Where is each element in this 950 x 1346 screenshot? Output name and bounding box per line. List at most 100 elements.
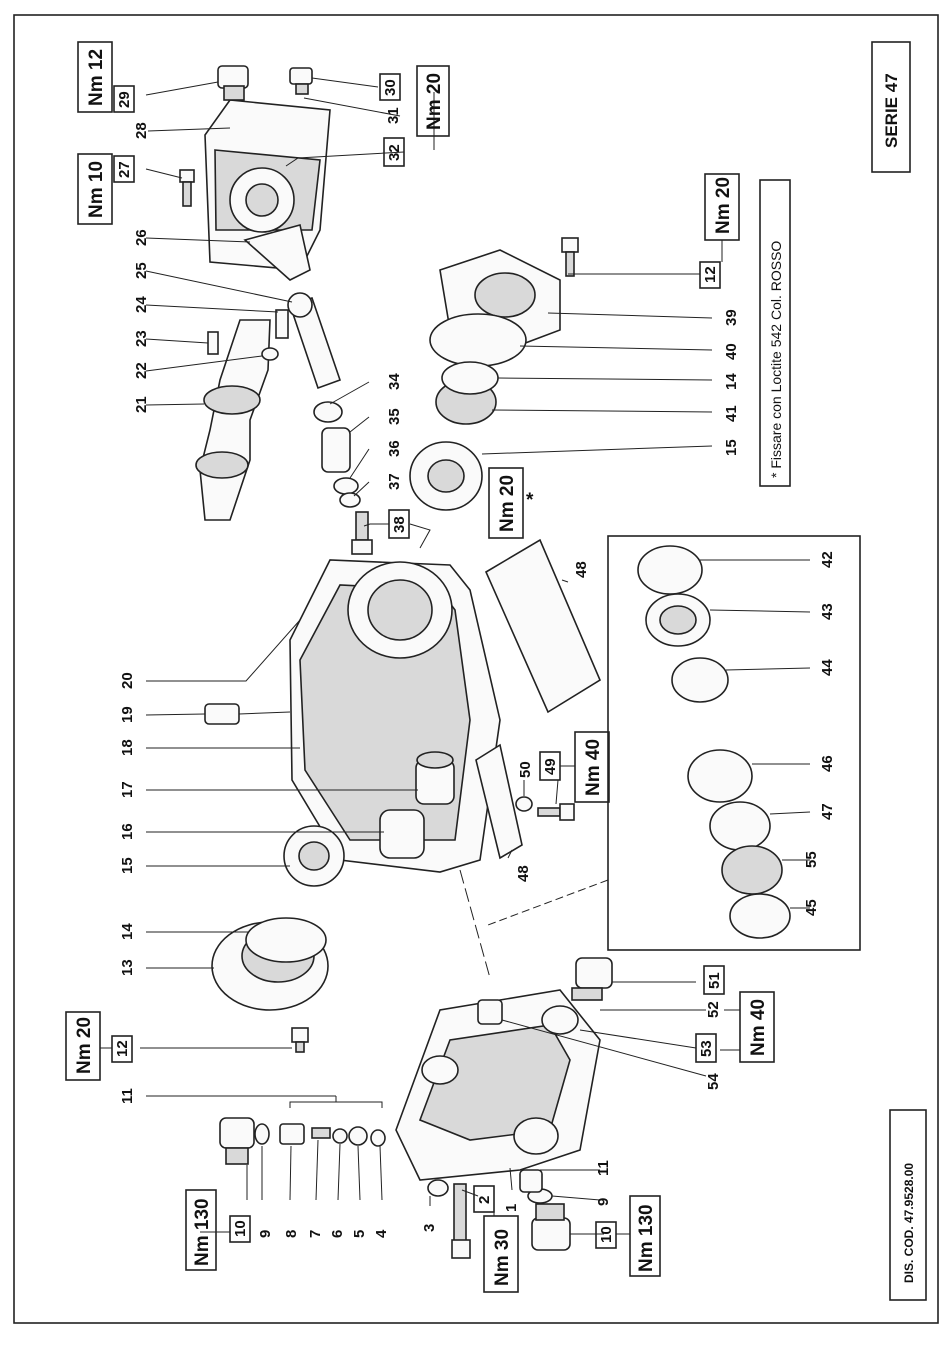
bearing-15-right [409,441,483,511]
guide-16 [379,809,425,859]
foot-48-left [475,743,523,860]
crankshaft [195,319,271,521]
part-number: 9 [257,1230,274,1238]
torque-label: Nm 40 [748,999,769,1056]
ring-36 [333,477,359,495]
ring-44 [671,657,729,703]
part-number: 36 [386,440,403,457]
part-numbers: 28 26 25 24 23 22 21 31 34 35 36 37 39 4… [119,107,836,1238]
part-number: 20 [119,672,136,689]
part-number: 43 [819,603,836,620]
pin-24 [275,309,289,339]
valve-seat-5 [348,1126,368,1146]
part-number: 1 [503,1204,520,1212]
torque-label: Nm 20 [74,1017,95,1074]
torque-label: Nm 130 [192,1198,213,1266]
svg-text:29: 29 [116,91,133,108]
svg-text:27: 27 [116,161,133,178]
torque-box-27: Nm 10 [77,153,113,225]
svg-text:49: 49 [542,758,559,775]
part-number: 35 [386,408,403,425]
screw-12-right [561,237,579,277]
valve-11-bottom [519,1169,543,1193]
part-number: 22 [133,362,150,379]
ring-34 [313,401,343,423]
part-number: 39 [723,309,740,326]
boxed-number-10-left: 10 [229,1215,251,1243]
part-number: 13 [119,959,136,976]
torque-box-51-53: Nm 40 [739,991,775,1063]
part-number: 41 [723,405,740,422]
seal-ring-14-left [245,917,327,963]
svg-text:53: 53 [698,1040,715,1057]
torque-label: Nm 10 [86,161,107,218]
drawing-code-box: DIS. COD. 47.9528.00 [889,1109,927,1301]
torque-box-30-32: Nm 20 [416,65,450,137]
boxed-number-10-bottom: 10 [595,1221,617,1249]
asterisk-mark: * [526,490,534,511]
part-number: 44 [819,659,836,676]
part-number: 31 [385,107,402,124]
svg-text:51: 51 [706,972,723,989]
part-number: 24 [133,296,150,313]
part-number: 23 [133,330,150,347]
torque-box-29: Nm 12 [77,41,113,113]
foot-48-right [484,538,602,714]
svg-text:32: 32 [386,144,403,161]
dipstick-19 [204,703,291,725]
part-number: 40 [723,343,740,360]
part-number: 15 [119,857,136,874]
series-label: SERIE 47 [882,73,901,148]
drawing-code: DIS. COD. 47.9528.00 [902,1163,916,1283]
bolt-38 [351,511,373,555]
svg-text:12: 12 [114,1040,131,1057]
o-ring-42 [637,545,703,595]
spring-7 [311,1127,331,1139]
torque-box-38: Nm 20 [488,467,524,539]
part-number: 47 [819,803,836,820]
part-number: 46 [819,755,836,772]
part-number: 52 [705,1001,722,1018]
plunger-guide-17 [415,751,455,805]
gasket-40 [429,313,527,367]
valve-cap-10-left [219,1117,255,1165]
plug-30 [289,67,313,95]
part-number: 7 [307,1230,324,1238]
part-number: 14 [119,923,136,940]
seal-55 [721,845,783,895]
torque-label: Nm 130 [636,1204,657,1272]
manifold-head [395,989,601,1181]
screw-27 [179,169,195,207]
key-23 [207,331,219,355]
seal-47 [709,801,771,851]
valve-cap-10-bottom [531,1203,571,1251]
sheet-border [13,14,939,1324]
ring-46 [687,749,753,803]
part-number: 45 [803,899,820,916]
part-number: 11 [595,1160,612,1176]
part-number: 25 [133,262,150,279]
plug-51 [571,957,613,1001]
boxed-number-30: 30 [379,73,401,101]
part-number: 21 [133,396,150,413]
o-ring-9-left [254,1123,270,1145]
torque-label: Nm 30 [492,1229,513,1286]
part-number: 9 [595,1198,612,1206]
bracket-11 [289,1096,383,1108]
torque-label: Nm 40 [583,739,604,796]
seal-ring-14-right [441,361,499,395]
boxed-number-27: 27 [113,155,135,183]
part-number: 37 [386,473,403,490]
torque-box-2: Nm 30 [483,1215,519,1293]
part-number: 3 [421,1224,438,1232]
part-number: 42 [819,551,836,568]
plug-29 [217,65,249,101]
torque-label: Nm 20 [424,73,445,130]
part-number: 4 [373,1229,390,1238]
torque-box-10-bottom: Nm 130 [629,1195,661,1277]
seal-detail-box [607,535,861,951]
part-number: 15 [723,439,740,456]
part-number: 16 [119,823,136,840]
ring-37 [339,492,361,508]
